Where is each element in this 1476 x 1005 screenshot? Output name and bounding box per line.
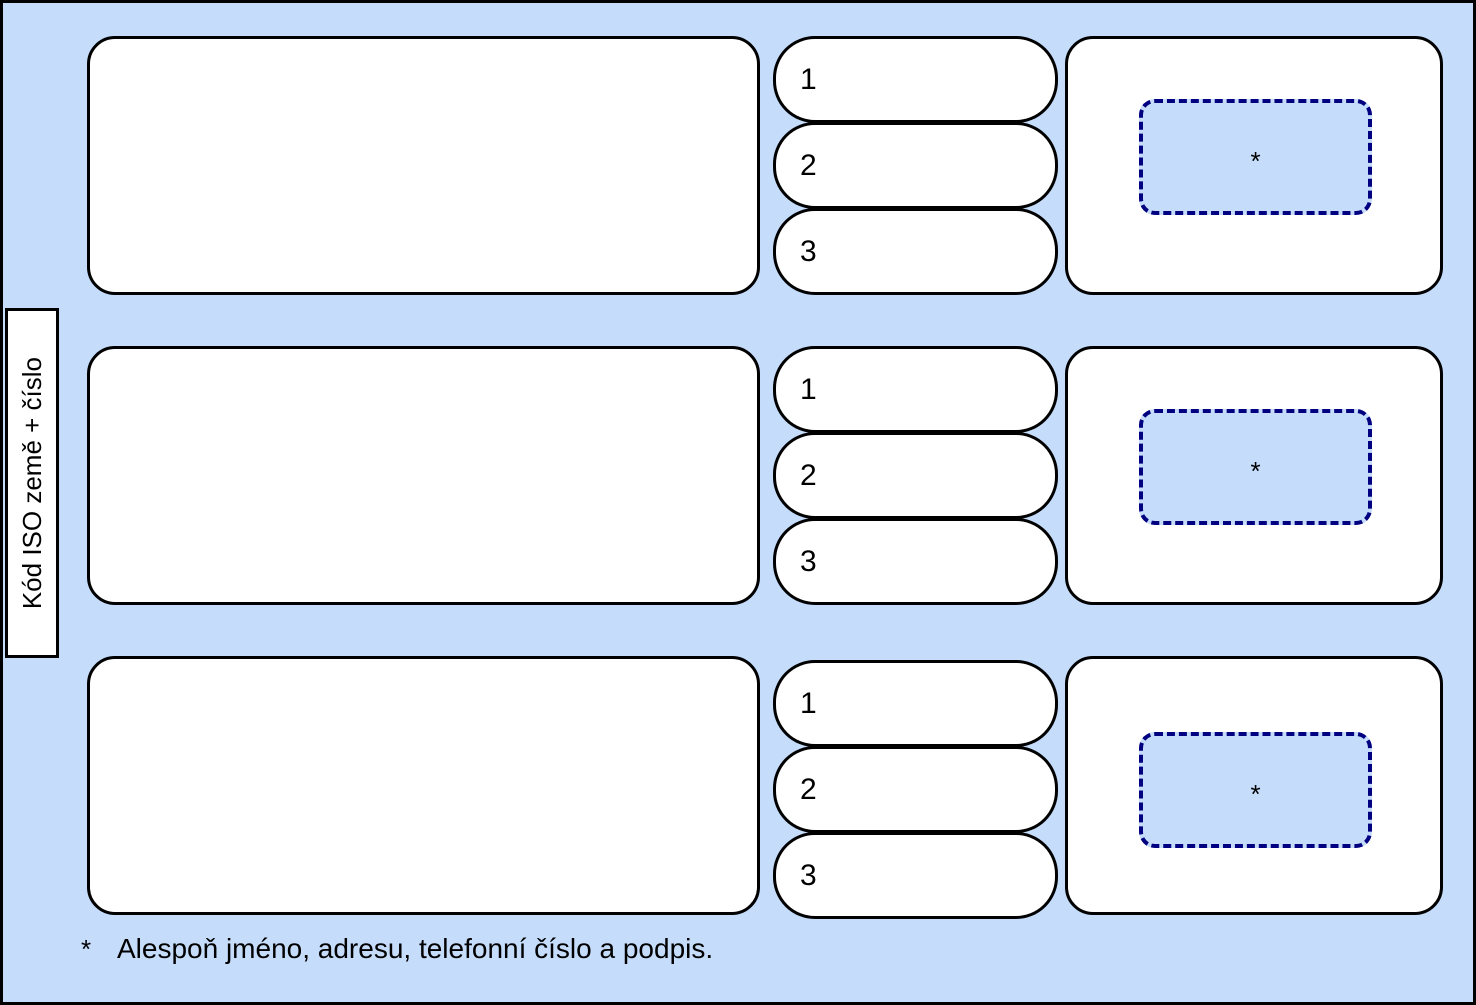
- row-3-main-field[interactable]: [87, 656, 760, 915]
- row-3-numbered-item-3[interactable]: 3: [773, 832, 1058, 919]
- side-label-text: Kód ISO země + číslo: [16, 356, 47, 610]
- row-2-numbered-item-3[interactable]: 3: [773, 518, 1058, 605]
- row-1-numbered-item-1[interactable]: 1: [773, 36, 1058, 123]
- row-3-numbered-item-1[interactable]: 1: [773, 660, 1058, 747]
- row-1-signature-field[interactable]: *: [1065, 36, 1443, 295]
- row-1-number-3: 3: [800, 234, 817, 268]
- row-1-numbered-item-2[interactable]: 2: [773, 122, 1058, 209]
- row-2-signature-dashed-area[interactable]: *: [1139, 409, 1372, 525]
- row-1-main-field[interactable]: [87, 36, 760, 295]
- row-3-signature-marker: *: [1250, 779, 1261, 809]
- row-2-number-3: 3: [800, 544, 817, 578]
- footnote: * Alespoň jméno, adresu, telefonní číslo…: [81, 933, 713, 965]
- row-1-numbered-item-3[interactable]: 3: [773, 208, 1058, 295]
- row-2-numbered-item-2[interactable]: 2: [773, 432, 1058, 519]
- footnote-text: Alespoň jméno, adresu, telefonní číslo a…: [117, 933, 714, 964]
- row-1-signature-marker: *: [1250, 146, 1261, 176]
- row-3-number-3: 3: [800, 858, 817, 892]
- row-2-signature-field[interactable]: *: [1065, 346, 1443, 605]
- footnote-marker: *: [81, 934, 92, 964]
- row-1-number-1: 1: [800, 62, 817, 96]
- row-2-numbered-item-1[interactable]: 1: [773, 346, 1058, 433]
- row-3-numbered-item-2[interactable]: 2: [773, 746, 1058, 833]
- row-3-number-2: 2: [800, 772, 817, 806]
- row-3-signature-dashed-area[interactable]: *: [1139, 732, 1372, 848]
- row-1-number-2: 2: [800, 148, 817, 182]
- row-3-number-1: 1: [800, 686, 817, 720]
- row-2-number-2: 2: [800, 458, 817, 492]
- row-1-signature-dashed-area[interactable]: *: [1139, 99, 1372, 215]
- row-2-number-1: 1: [800, 372, 817, 406]
- row-3-signature-field[interactable]: *: [1065, 656, 1443, 915]
- row-2-main-field[interactable]: [87, 346, 760, 605]
- side-label-iso-code: Kód ISO země + číslo: [5, 308, 59, 658]
- row-2-signature-marker: *: [1250, 456, 1261, 486]
